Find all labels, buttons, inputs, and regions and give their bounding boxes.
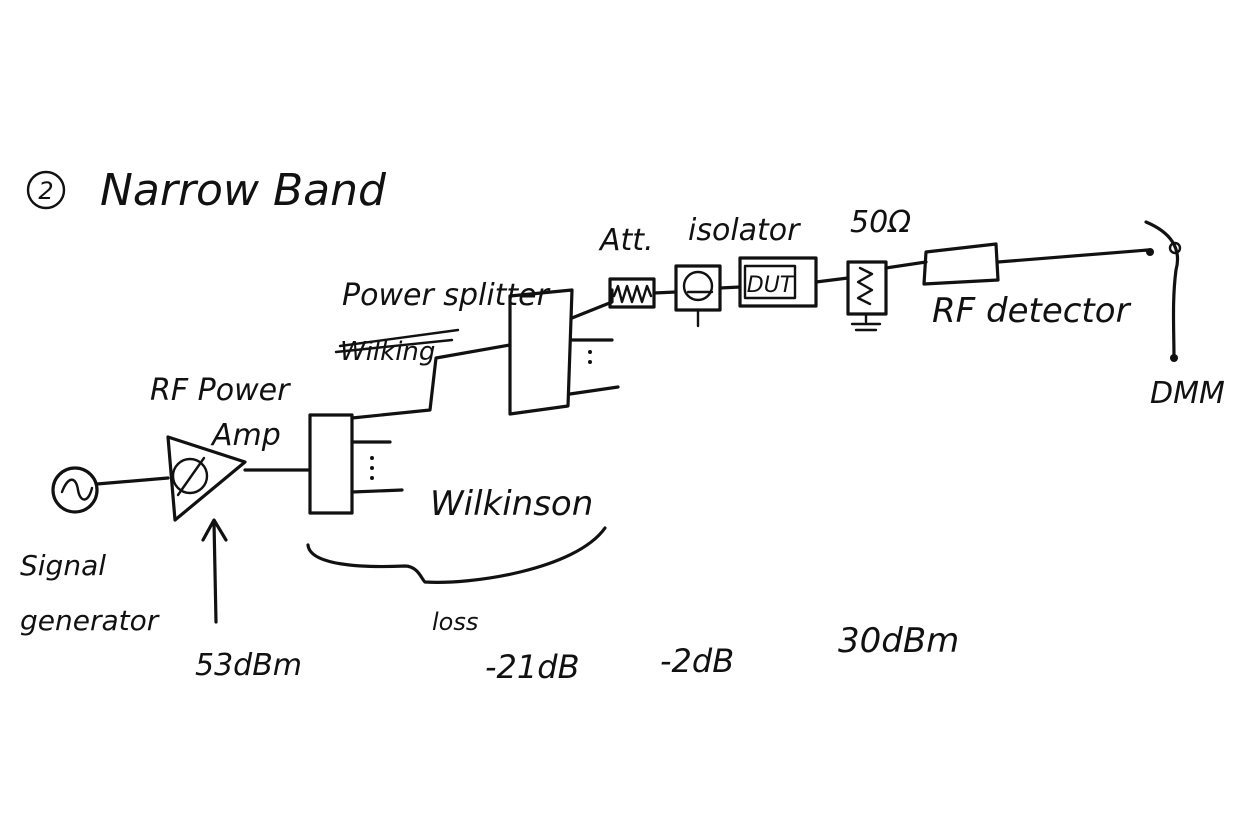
section-number-circle	[26, 170, 66, 210]
wilkinson-box	[308, 413, 354, 515]
isolator-circulator-icon	[682, 270, 714, 302]
amp-bias-arrow-shaft	[212, 520, 218, 624]
ellipsis-dot	[370, 476, 374, 480]
amp-power-label: 53dBm	[195, 648, 302, 683]
wire-att-to-isolator	[652, 290, 678, 295]
dmm-terminal	[1168, 241, 1182, 255]
rf-power-amp: RF Power Amp 53dBm	[150, 373, 302, 683]
signal-generator: Signal generator	[20, 466, 160, 637]
dmm-terminal-dot	[1146, 248, 1154, 256]
rf-detector-box	[922, 242, 1000, 286]
resistor-icon	[856, 266, 874, 306]
signal-generator-symbol	[51, 466, 99, 514]
power-splitter-box	[508, 288, 574, 416]
wire-dut-to-load	[814, 276, 850, 284]
isolator-label: isolator	[688, 213, 801, 248]
rf-power-amp-label-line1: RF Power	[150, 373, 291, 408]
struck-word: Wilking	[340, 337, 435, 367]
dmm-label: DMM	[1150, 376, 1225, 411]
ellipsis-dot	[370, 466, 374, 470]
wire-generator-to-amp	[95, 476, 170, 486]
rf-detector: RF detector 30dBm	[838, 242, 1132, 661]
signal-generator-label-line1: Signal	[20, 549, 106, 582]
dmm: DMM	[1144, 220, 1225, 411]
wire-load-to-detector	[884, 260, 928, 270]
attenuator: Att.	[598, 223, 656, 309]
loss-label: loss	[432, 608, 478, 636]
dmm-terminal-dot	[1170, 354, 1178, 362]
page-title: Narrow Band	[100, 165, 387, 216]
wire-isolator-to-dut	[718, 285, 742, 290]
wilkinson-loss-value: -21dB	[485, 648, 580, 686]
dmm-lead	[1144, 220, 1179, 362]
wilkinson-output-1	[350, 343, 512, 420]
dut-inner-box	[743, 264, 797, 300]
amplifier-source-circle-icon	[171, 457, 209, 495]
ellipsis-dot	[370, 456, 374, 460]
strike-through	[338, 328, 460, 348]
splitter-output-1	[570, 288, 614, 320]
load-label: 50Ω	[850, 205, 911, 240]
output-power-value: 30dBm	[838, 621, 959, 661]
dut: DUT -2dB	[660, 256, 818, 680]
wilkinson-output-3	[350, 488, 404, 494]
load-50-ohm: 50Ω	[846, 205, 911, 332]
wilkinson-label: Wilkinson	[430, 484, 593, 524]
wilkinson-splitter: Wilkinson loss -21dB	[306, 343, 607, 686]
amplifier-triangle	[166, 435, 247, 522]
resistor-zigzag-icon	[612, 284, 653, 304]
signal-generator-label-line2: generator	[20, 604, 160, 637]
rf-detector-label: RF detector	[932, 291, 1132, 331]
wire-detector-to-dmm	[996, 248, 1150, 264]
amplifier-slash	[176, 456, 206, 497]
ellipsis-dot	[588, 350, 592, 354]
attenuator-label: Att.	[598, 223, 654, 258]
strike-through	[334, 338, 454, 354]
wilkinson-brace	[306, 526, 607, 584]
splitter-output-3	[568, 385, 620, 396]
ellipsis-dot	[588, 360, 592, 364]
sine-wave-icon	[60, 478, 94, 501]
amp-bias-arrow-head	[201, 518, 228, 542]
rf-power-amp-label-line2: Amp	[210, 418, 281, 453]
power-splitter: Power splitter Wilking	[334, 278, 620, 416]
attenuator-loss-value: -2dB	[660, 642, 734, 680]
section-title: 2 Narrow Band	[26, 165, 387, 216]
dut-label: DUT	[747, 273, 795, 298]
section-number: 2	[38, 177, 53, 205]
